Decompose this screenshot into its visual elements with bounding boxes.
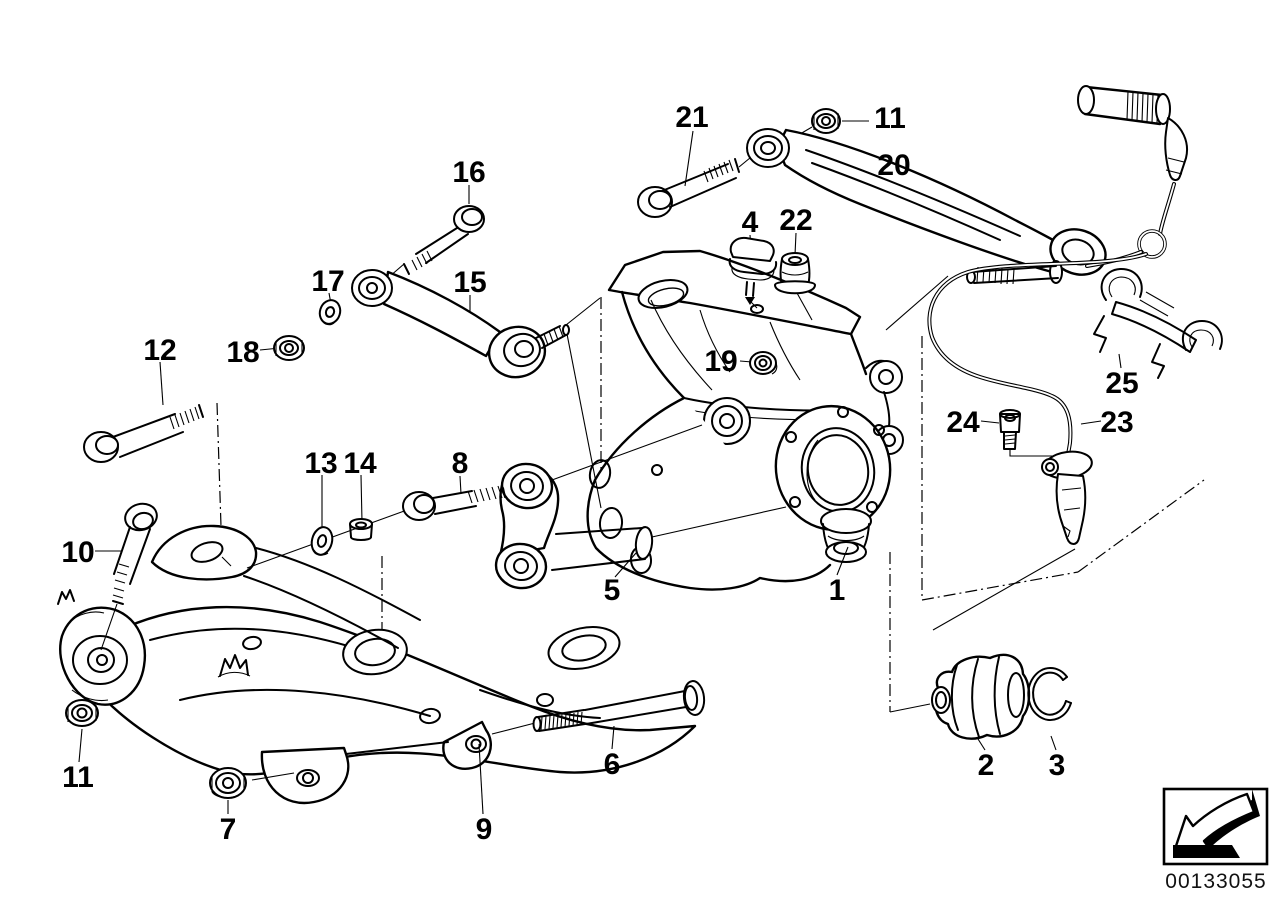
bolt-24 — [999, 409, 1021, 450]
nut-11-upper — [811, 108, 841, 134]
callout-7[interactable]: 7 — [220, 813, 237, 846]
nut-11-lower — [65, 699, 99, 727]
diagram-number: 00133055 — [1165, 870, 1266, 893]
callout-4[interactable]: 4 — [742, 206, 759, 239]
washer-17 — [318, 299, 342, 326]
integral-link-5 — [494, 462, 654, 590]
callout-10[interactable]: 10 — [61, 536, 94, 569]
callout-23[interactable]: 23 — [1100, 406, 1133, 439]
callout-3[interactable]: 3 — [1049, 749, 1066, 782]
callout-2[interactable]: 2 — [978, 749, 995, 782]
callout-16[interactable]: 16 — [452, 156, 485, 189]
position-mark — [219, 654, 249, 677]
cable-clip-25 — [1093, 267, 1223, 379]
bushing-19 — [749, 351, 778, 375]
callout-labels: 1 2 3 4 5 6 7 8 9 10 11 12 13 14 15 16 1… — [61, 101, 1138, 846]
bolt-6 — [532, 680, 706, 732]
callout-15[interactable]: 15 — [453, 266, 486, 299]
bushing-22 — [774, 252, 816, 295]
washer-14 — [349, 518, 373, 541]
callout-24[interactable]: 24 — [946, 406, 980, 439]
page-back-arrow-icon — [1173, 789, 1260, 858]
bolt-10 — [112, 502, 158, 605]
leader-lines — [78, 120, 1122, 815]
callout-11-lower[interactable]: 11 — [62, 761, 94, 794]
nav-arrow-box[interactable] — [1162, 787, 1269, 866]
abs-sensor-assembly — [927, 85, 1188, 545]
ball-joint-boot-2 — [931, 653, 1031, 740]
callout-19[interactable]: 19 — [704, 345, 737, 378]
callout-21[interactable]: 21 — [675, 101, 708, 134]
callout-5[interactable]: 5 — [604, 574, 621, 607]
trailing-arm-assembly — [57, 524, 697, 805]
callout-12[interactable]: 12 — [143, 334, 176, 367]
bolt-8 — [402, 485, 506, 521]
bolt-21 — [637, 158, 740, 218]
callout-22[interactable]: 22 — [779, 204, 812, 237]
bolt-16 — [403, 205, 485, 275]
callout-1[interactable]: 1 — [829, 574, 846, 607]
upper-control-arm — [746, 128, 1107, 285]
callout-20[interactable]: 20 — [877, 149, 910, 182]
callout-14[interactable]: 14 — [343, 447, 377, 480]
washer-13 — [310, 526, 334, 556]
callout-25[interactable]: 25 — [1105, 367, 1138, 400]
callout-17[interactable]: 17 — [311, 265, 344, 298]
nut-7 — [209, 767, 247, 799]
callout-11-upper[interactable]: 11 — [874, 102, 906, 135]
callout-13[interactable]: 13 — [304, 447, 337, 480]
nut-18 — [273, 335, 305, 361]
callout-9[interactable]: 9 — [476, 813, 493, 846]
bolt-12 — [83, 404, 204, 463]
callout-8[interactable]: 8 — [452, 447, 469, 480]
cap-4 — [728, 236, 778, 305]
snap-ring-3 — [1027, 667, 1072, 721]
wheel-carrier-knuckle — [586, 249, 904, 591]
callout-18[interactable]: 18 — [226, 336, 259, 369]
callout-6[interactable]: 6 — [604, 748, 621, 781]
track-strut-arm-15 — [351, 269, 570, 379]
